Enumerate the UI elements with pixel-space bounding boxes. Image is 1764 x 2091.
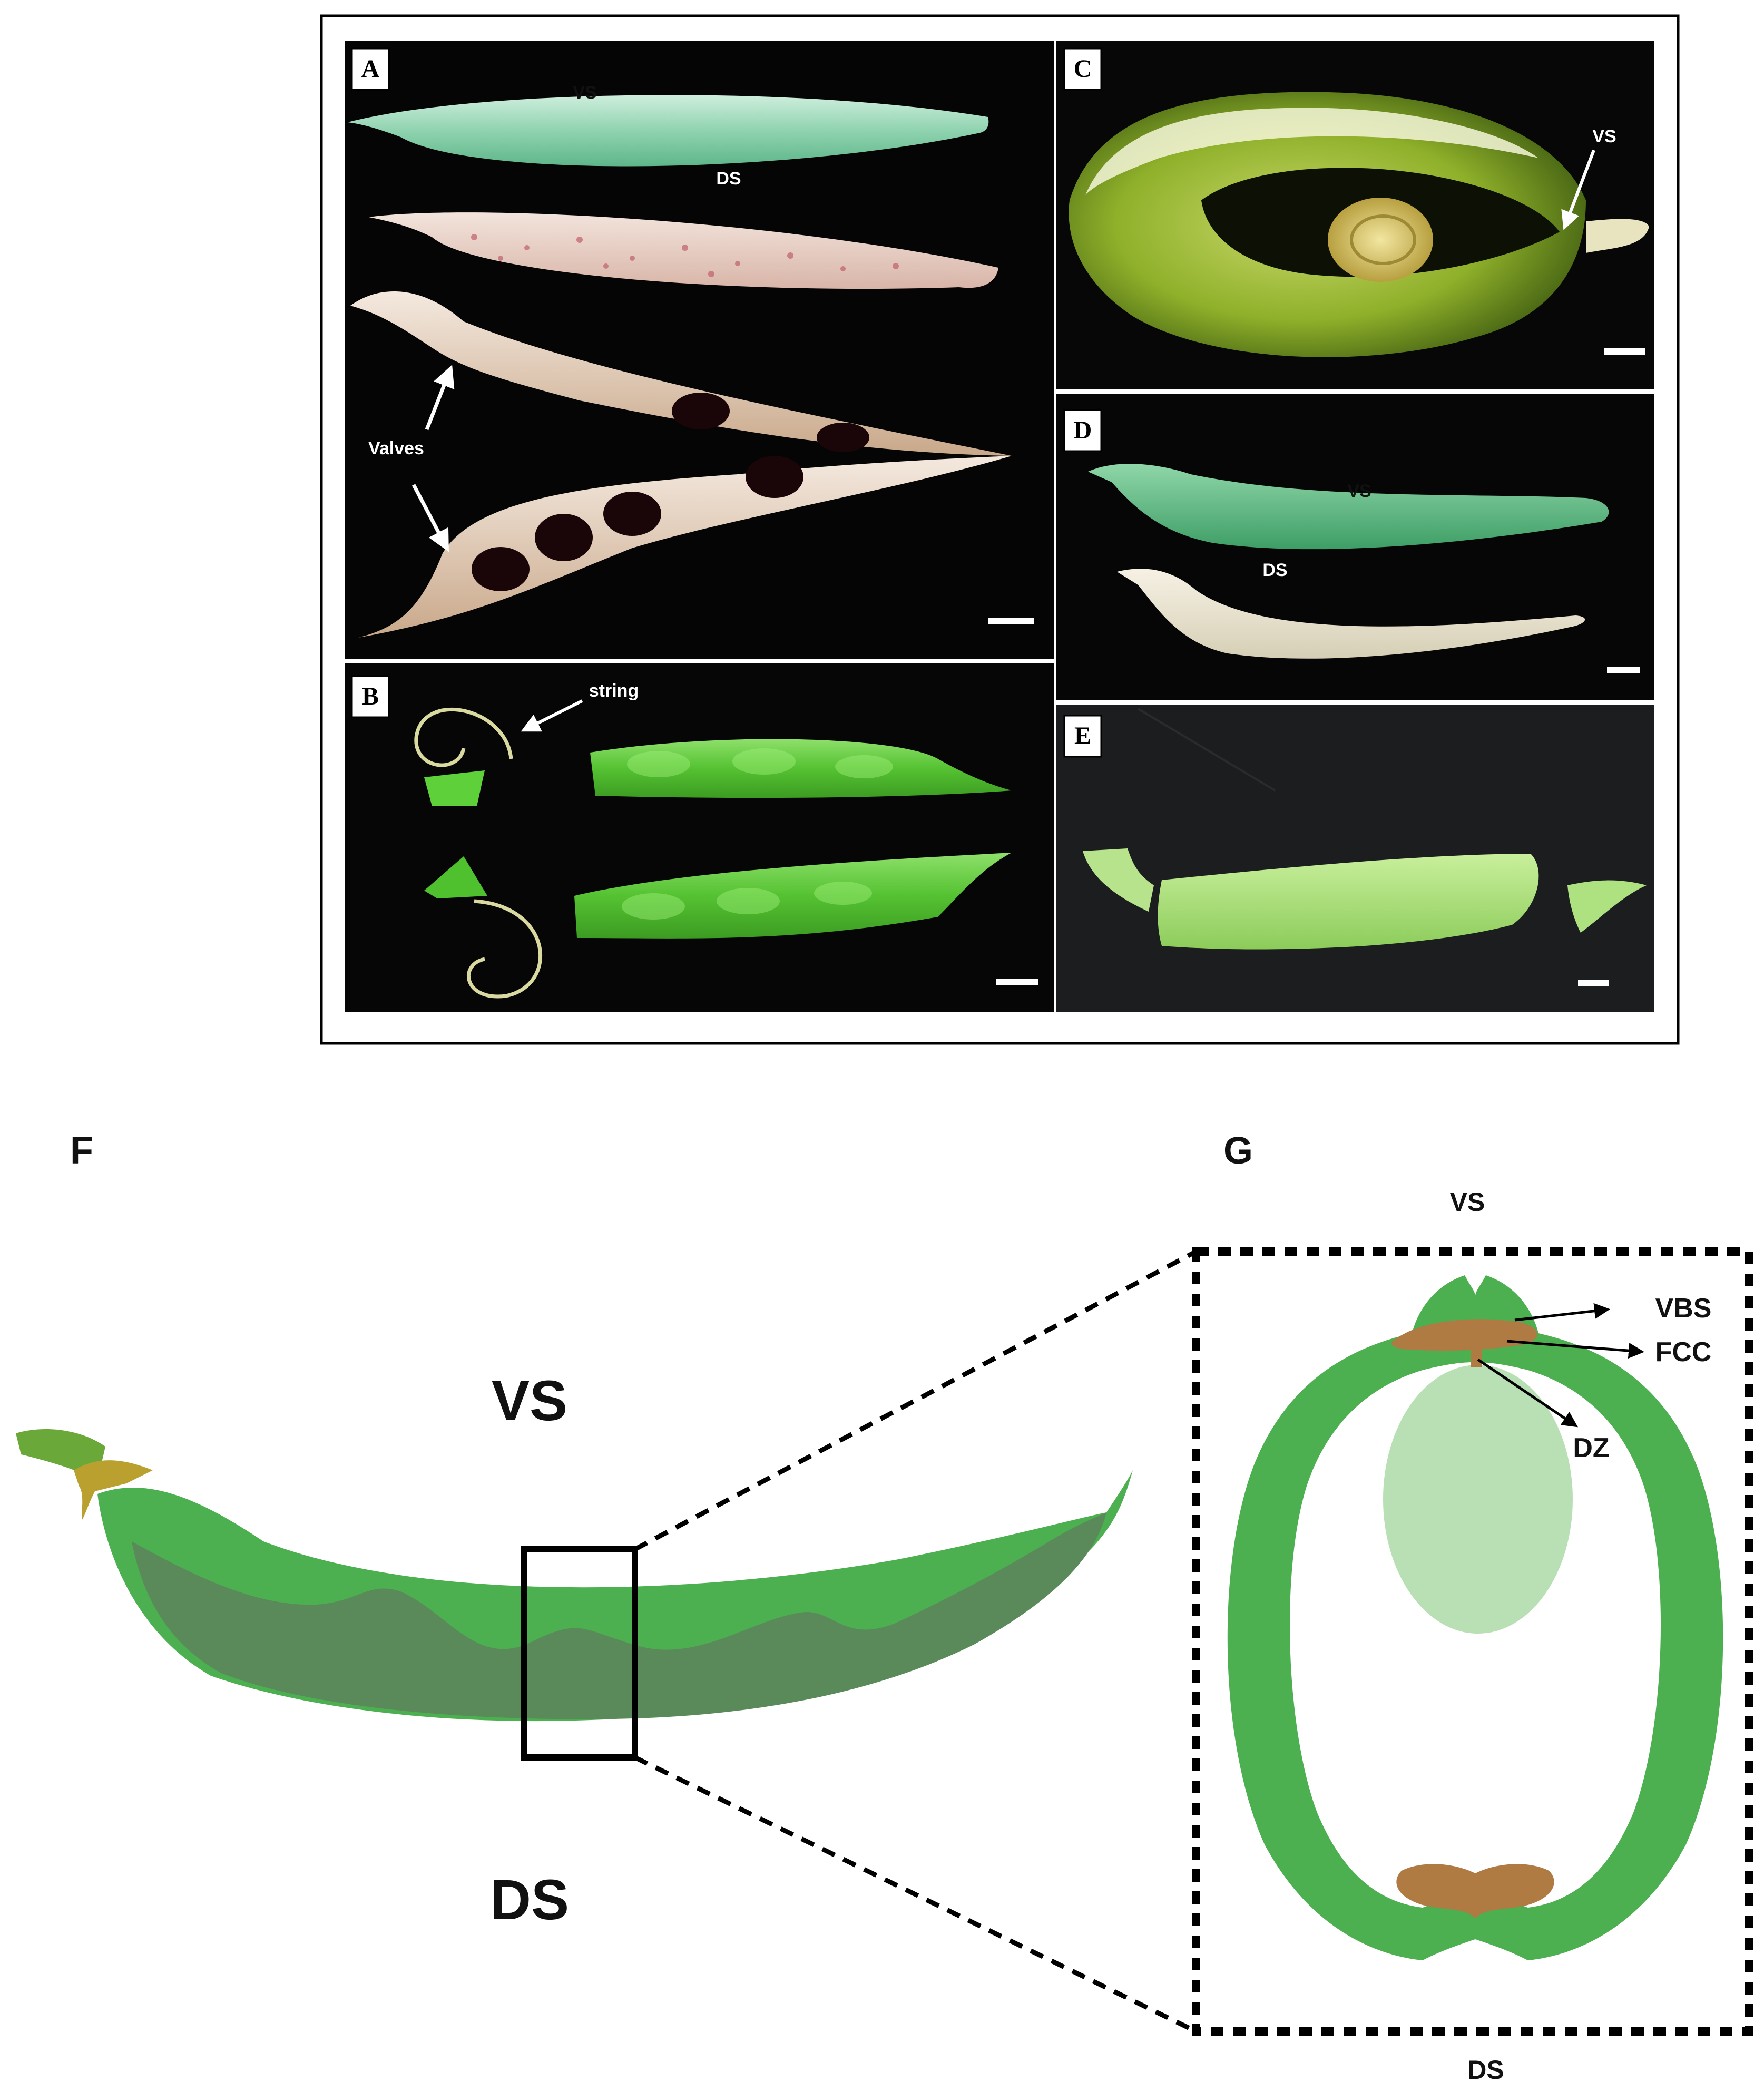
pod-b2: [574, 853, 1012, 939]
panel-e-label: E: [1074, 722, 1091, 750]
g-ds-label: DS: [1467, 2055, 1504, 2085]
panel-a: A VS DS Valves: [345, 41, 1054, 659]
panel-g-label: G: [1223, 1130, 1253, 1172]
d-vs-label: VS: [1347, 481, 1371, 501]
pod-d1: [1088, 464, 1609, 550]
panel-c-label: C: [1074, 55, 1092, 83]
g-vbs-label: VBS: [1655, 1293, 1712, 1324]
panel-g: G VS VBS FCC DZ DS: [1192, 1130, 1753, 2085]
panel-c: C VS: [1056, 41, 1654, 389]
a-vs-label: VS: [573, 83, 596, 103]
panel-d: D VS DS: [1056, 394, 1654, 700]
c-vs-label: VS: [1592, 126, 1616, 146]
pod-f-lower-half: [132, 1512, 1106, 1719]
a-ds-label: DS: [716, 169, 741, 189]
b-scale-bar: [996, 979, 1038, 985]
zoom-box: [521, 1546, 638, 1761]
panel-d-label: D: [1074, 416, 1092, 444]
d-ds-label: DS: [1262, 560, 1287, 580]
vascular-bundle-bottom: [1396, 1864, 1554, 1918]
pod-a1: [348, 95, 989, 167]
panel-f-label: F: [70, 1130, 93, 1172]
g-fcc-label: FCC: [1655, 1337, 1712, 1367]
b-string-label: string: [589, 681, 639, 701]
f-ds-label: DS: [490, 1868, 569, 1931]
valve-upper: [350, 291, 1012, 456]
valve-lower: [358, 456, 1012, 638]
seed-c: [1328, 198, 1433, 282]
panel-f: F VS DS: [16, 1130, 1198, 2034]
detail-box: [1192, 1247, 1753, 2036]
g-vs-label: VS: [1450, 1187, 1485, 1217]
pod-b1: [590, 739, 1012, 798]
panel-e: E: [1056, 705, 1654, 1012]
a-scale-bar: [988, 618, 1034, 624]
panel-a-label: A: [361, 55, 380, 83]
string-upper: [414, 707, 513, 767]
e-scale-bar: [1578, 980, 1609, 986]
pod-d2: [1117, 569, 1585, 659]
panel-b: B string: [345, 663, 1054, 1012]
f-vs-label: VS: [492, 1369, 567, 1432]
seed-g: [1383, 1365, 1573, 1634]
a-valves-label: Valves: [368, 438, 424, 458]
g-dz-label: DZ: [1573, 1433, 1609, 1463]
panel-b-label: B: [362, 682, 379, 710]
vascular-bundle-top: [1391, 1319, 1538, 1351]
string-lower: [466, 899, 543, 999]
c-scale-bar: [1604, 348, 1645, 355]
d-scale-bar: [1607, 667, 1640, 673]
pod-e: [1158, 854, 1539, 950]
